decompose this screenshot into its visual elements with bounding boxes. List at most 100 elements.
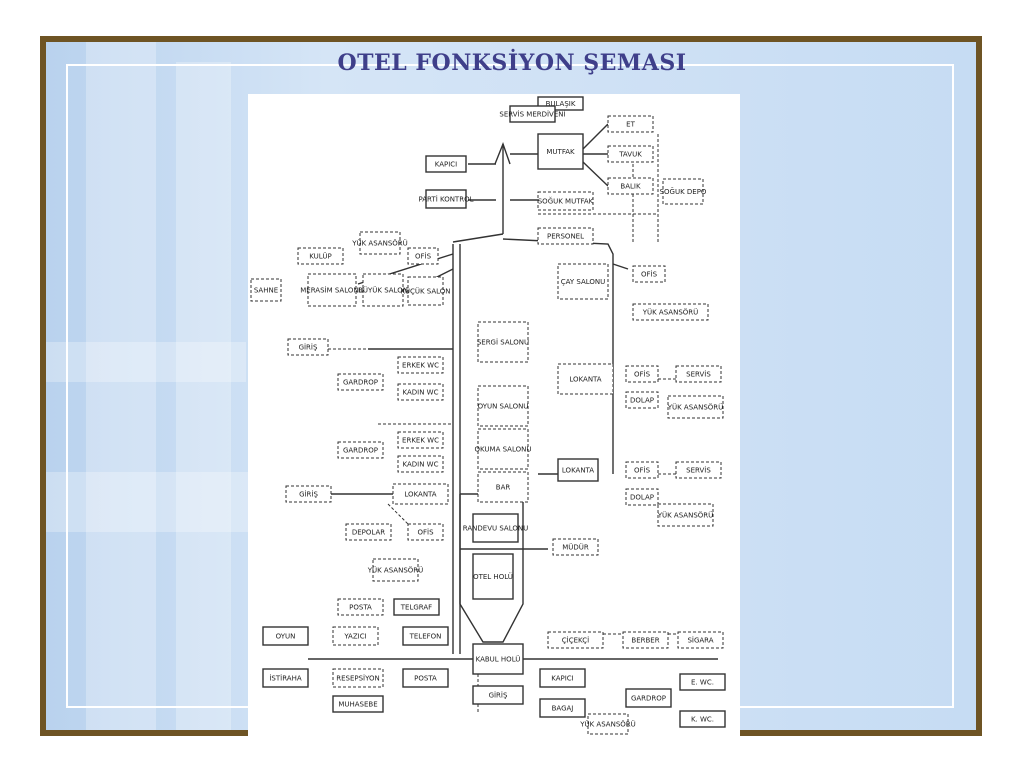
node-box	[632, 265, 666, 283]
diagram-node-kapici-top: KAPICI	[425, 155, 467, 173]
node-label: BALIK	[620, 183, 641, 191]
diagram-node-oyun: OYUN	[262, 626, 309, 646]
node-label: MUHASEBE	[338, 701, 377, 709]
node-box	[407, 523, 444, 541]
diagram-node-kadin-wc-3: K. WC.	[679, 710, 726, 728]
diagram-node-et: ET	[607, 115, 654, 133]
node-label: OFİS	[634, 466, 651, 475]
diagram-node-mutfak: MUTFAK	[537, 133, 584, 170]
diagram-node-mudur: MÜDÜR	[552, 538, 599, 556]
diagram-node-tavuk: TAVUK	[607, 145, 654, 163]
node-box	[477, 385, 529, 427]
node-box	[667, 395, 724, 419]
node-label: GARDROP	[343, 379, 378, 387]
node-label: ET	[626, 121, 635, 129]
node-label: POSTA	[414, 675, 437, 683]
node-label: RANDEVU SALONU	[463, 525, 528, 533]
capital-decoration	[46, 342, 246, 382]
node-box	[625, 365, 659, 383]
diagram-node-cicekci: ÇİÇEKÇİ	[547, 631, 604, 649]
node-box	[625, 391, 659, 409]
node-label: BAR	[496, 484, 511, 492]
node-label: SERVİS	[686, 466, 711, 475]
diagram-node-resepsiyon: RESEPSİYON	[332, 668, 384, 688]
node-box	[509, 105, 556, 123]
diagram-node-lokanta-1: LOKANTA	[557, 363, 614, 395]
diagram-node-cay-salonu: ÇAY SALONU	[557, 263, 609, 300]
node-box	[397, 356, 444, 374]
node-label: KADIN WC	[403, 389, 439, 397]
node-box	[662, 178, 704, 205]
node-label: GİRİŞ	[299, 490, 318, 499]
node-box	[345, 523, 392, 541]
node-label: LOKANTA	[569, 376, 601, 384]
node-box	[625, 688, 672, 708]
diagram-node-servis-merdiveni: SERVİS MERDİVENİ	[499, 105, 566, 123]
diagram-node-posta-bottom: POSTA	[402, 668, 449, 688]
node-box	[285, 485, 332, 503]
node-label: E. WC.	[691, 679, 714, 687]
node-label: YAZICI	[343, 633, 366, 641]
diagram-node-servis-2: SERVİS	[675, 461, 722, 479]
node-box	[393, 598, 440, 616]
diagram-node-giris-1: GİRİŞ	[287, 338, 329, 356]
node-label: KAPICI	[551, 675, 574, 683]
node-label: OTEL HOLÜ	[473, 572, 513, 581]
diagram-node-ofis-2: OFİS	[632, 265, 666, 283]
node-label: RESEPSİYON	[336, 674, 380, 683]
diagram-node-oyun-salonu: OYUN SALONU	[477, 385, 529, 427]
diagram-node-berber: BERBER	[622, 631, 669, 649]
node-label: LOKANTA	[562, 467, 594, 475]
node-label: GARDROP	[343, 447, 378, 455]
node-box	[307, 273, 357, 307]
node-box	[625, 488, 659, 506]
node-label: GİRİŞ	[299, 343, 318, 352]
node-box	[622, 631, 669, 649]
node-label: KAPICI	[435, 161, 458, 169]
diagram-node-kucuk-salon: KÜÇÜK SALON	[400, 276, 451, 306]
node-label: DOLAP	[630, 397, 654, 405]
diagram-node-kadin-wc-1: KADIN WC	[397, 383, 444, 401]
node-box	[477, 428, 529, 470]
node-label: SOĞUK MUTFAK	[538, 197, 594, 206]
diagram-node-yuk-asansoru-1: YÜK ASANSÖRÜ	[351, 231, 408, 255]
node-label: LOKANTA	[404, 491, 436, 499]
diagram-node-parti-kontrol: PARTİ KONTROL	[419, 189, 474, 209]
diagram-node-ofis-5: OFİS	[407, 523, 444, 541]
node-box	[425, 155, 467, 173]
diagram-node-dolap-2: DOLAP	[625, 488, 659, 506]
node-label: ERKEK WC	[402, 437, 439, 445]
node-label: YÜK ASANSÖRÜ	[657, 511, 714, 520]
node-box	[557, 458, 599, 482]
node-box	[332, 668, 384, 688]
diagram-node-kadin-wc-2: KADIN WC	[397, 455, 444, 473]
node-label: TAVUK	[618, 151, 642, 159]
node-box	[537, 191, 594, 211]
diagram-node-randevu-salonu: RANDEVU SALONU	[463, 513, 528, 543]
node-label: KÜÇÜK SALON	[400, 287, 450, 296]
diagram-node-yuk-asansoru-2: YÜK ASANSÖRÜ	[632, 303, 709, 321]
node-box	[587, 713, 629, 735]
diagram-node-telgraf: TELGRAF	[393, 598, 440, 616]
node-box	[537, 133, 584, 170]
node-box	[472, 513, 519, 543]
diagram-node-kabul-holu: KABUL HOLÜ	[472, 643, 524, 675]
node-label: YÜK ASANSÖRÜ	[642, 308, 699, 317]
node-box	[679, 710, 726, 728]
diagram-node-sergi-salonu: SERGİ SALONU	[477, 321, 529, 363]
node-label: OFİS	[417, 528, 434, 537]
node-box	[539, 668, 586, 688]
node-box	[397, 455, 444, 473]
node-box	[425, 189, 467, 209]
diagram-node-lokanta-3: LOKANTA	[392, 483, 449, 505]
column-decoration	[176, 62, 231, 730]
diagram-node-gardrop-1: GARDROP	[337, 373, 384, 391]
node-label: SERGİ SALONU	[477, 338, 529, 347]
node-box	[607, 115, 654, 133]
node-label: YÜK ASANSÖRÜ	[351, 239, 408, 248]
node-label: İSTİRAHA	[269, 674, 301, 683]
diagram-node-ofis-3: OFİS	[625, 365, 659, 383]
node-box	[287, 338, 329, 356]
